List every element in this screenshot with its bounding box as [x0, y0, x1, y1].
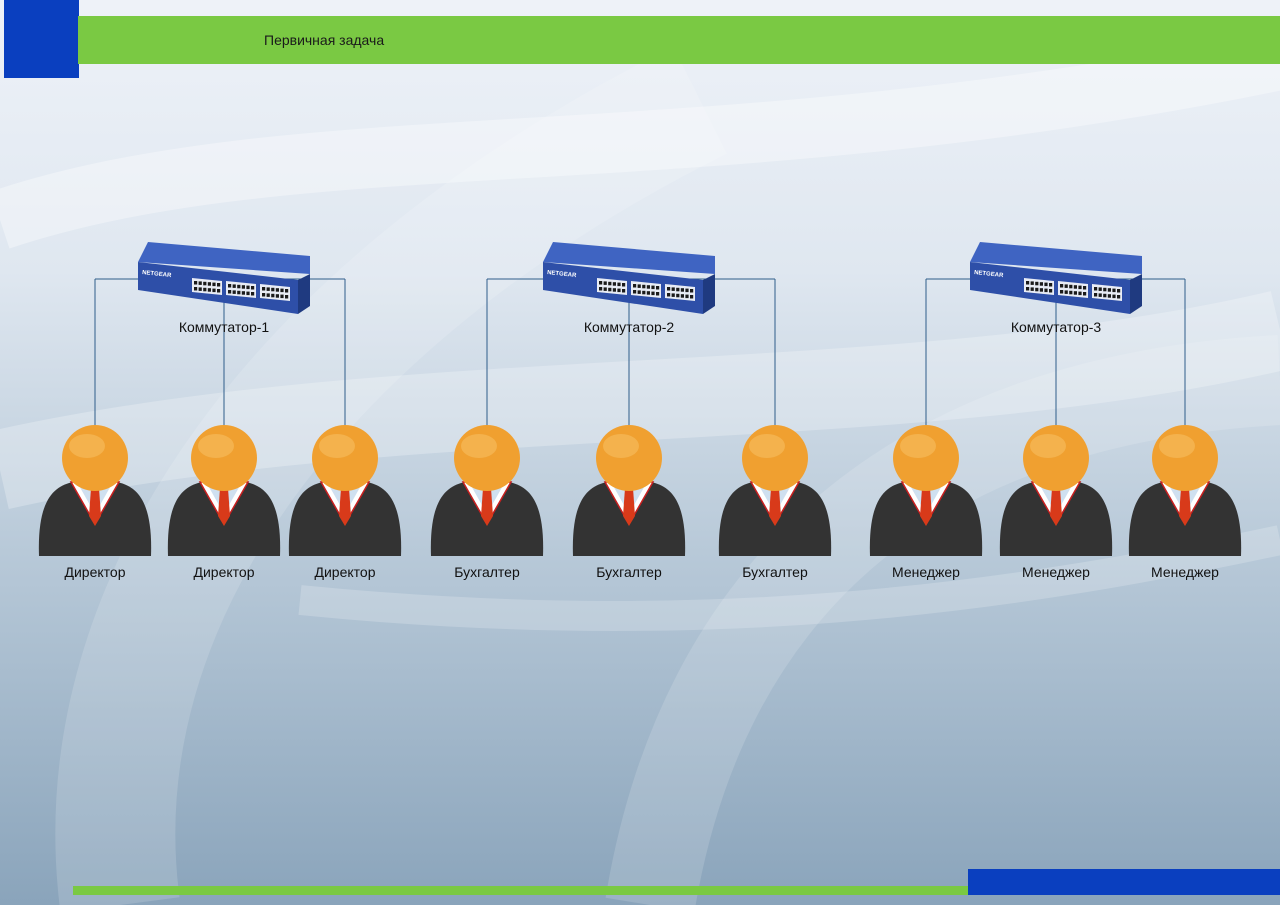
switch-brand-logo: NETGEAR [142, 270, 172, 279]
switch-brand-logo: NETGEAR [974, 270, 1004, 279]
page-title: Первичная задача [264, 32, 385, 48]
network-switch-icon: NETGEAR [138, 242, 310, 314]
person-icon [999, 425, 1113, 556]
network-switch-icon: NETGEAR [970, 242, 1142, 314]
corner-accent-block [4, 0, 79, 78]
person-label: Менеджер [1022, 564, 1090, 580]
person-icon [718, 425, 832, 556]
switch-label: Коммутатор-2 [583, 319, 675, 335]
switch-label: Коммутатор-1 [178, 319, 270, 335]
footer-blue-block [968, 869, 1280, 895]
person-icon [869, 425, 983, 556]
person-label: Директор [193, 564, 255, 580]
person-icon [38, 425, 152, 556]
person-label: Менеджер [1151, 564, 1219, 580]
switch-label: Коммутатор-3 [1010, 319, 1102, 335]
footer-green-bar [73, 886, 970, 895]
person-label: Директор [314, 564, 376, 580]
person-icon [1128, 425, 1242, 556]
person-label: Бухгалтер [454, 564, 520, 580]
header-bar [78, 16, 1280, 64]
person-label: Бухгалтер [596, 564, 662, 580]
person-icon [288, 425, 402, 556]
person-icon [167, 425, 281, 556]
person-label: Бухгалтер [742, 564, 808, 580]
person-label: Менеджер [892, 564, 960, 580]
person-icon [430, 425, 544, 556]
network-switch-icon: NETGEAR [543, 242, 715, 314]
person-label: Директор [64, 564, 126, 580]
switch-brand-logo: NETGEAR [547, 270, 577, 279]
person-icon [572, 425, 686, 556]
